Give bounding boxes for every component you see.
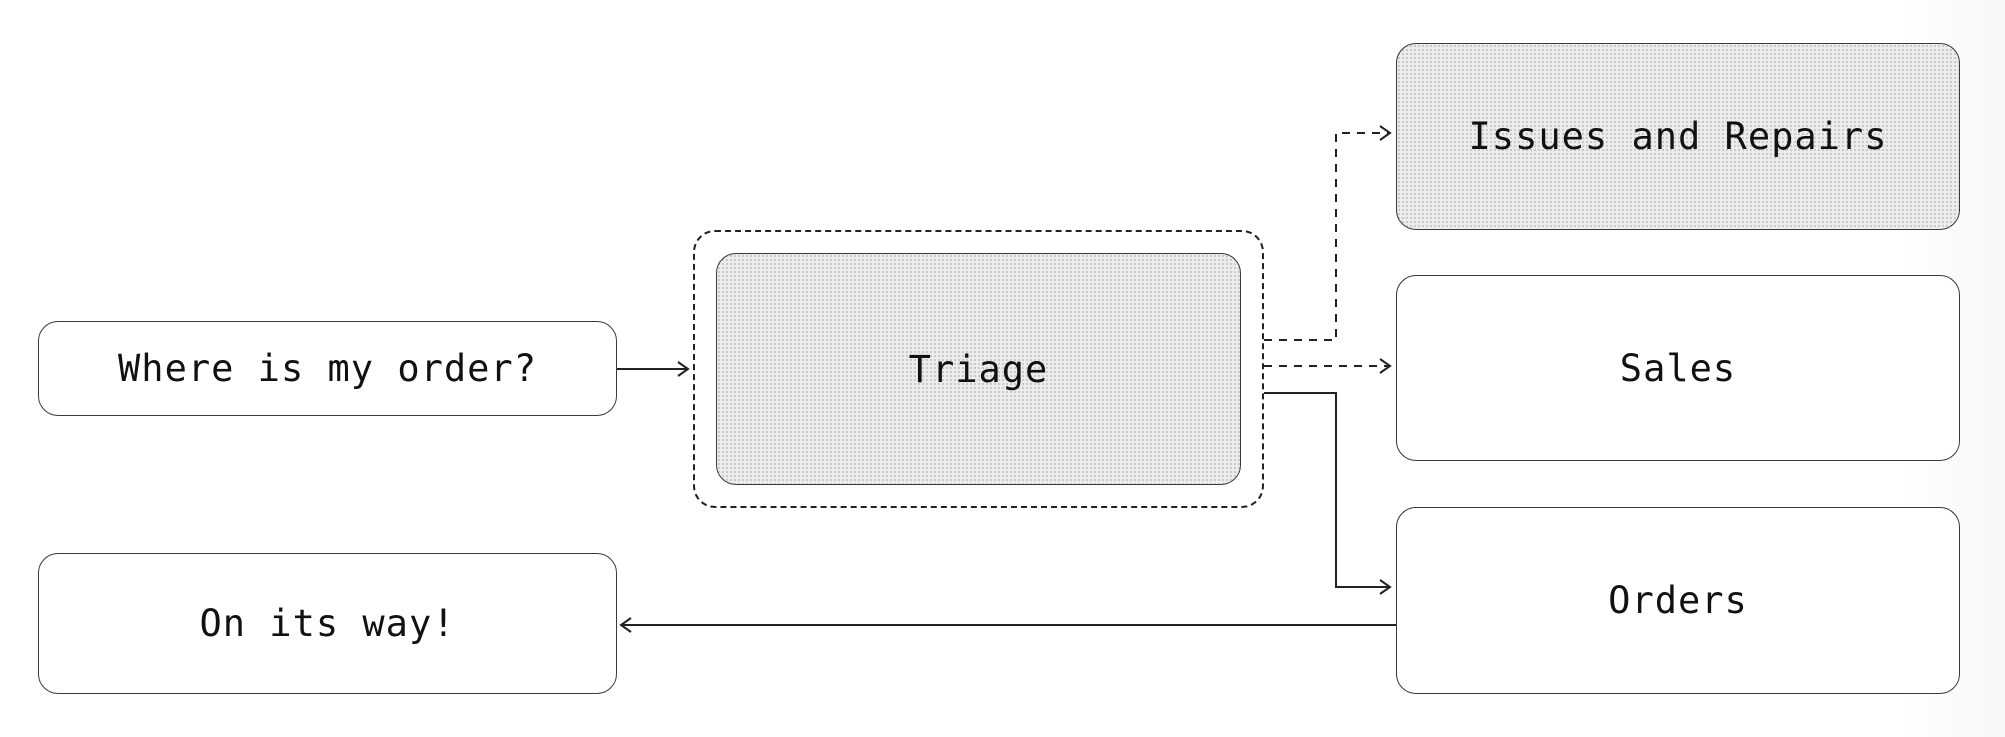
node-issues-label: Issues and Repairs <box>1468 115 1888 158</box>
arrowhead-triage-to-sales <box>1379 358 1392 374</box>
node-triage-label: Triage <box>908 347 1049 391</box>
node-triage[interactable]: Triage <box>716 253 1241 485</box>
arrow-triage-to-orders <box>1264 392 1390 588</box>
node-question-label: Where is my order? <box>118 347 537 390</box>
node-orders-label: Orders <box>1608 579 1748 622</box>
node-sales-label: Sales <box>1619 346 1737 390</box>
node-answer-label: On its way! <box>199 602 456 645</box>
arrow-triage-to-issues <box>1264 132 1390 341</box>
arrowhead-orders-to-answer <box>619 617 632 633</box>
node-question[interactable]: Where is my order? <box>38 321 617 416</box>
node-issues-and-repairs[interactable]: Issues and Repairs <box>1396 43 1960 230</box>
node-sales[interactable]: Sales <box>1396 275 1960 461</box>
arrowhead-question-to-triage <box>677 361 690 377</box>
node-orders[interactable]: Orders <box>1396 507 1960 694</box>
triage-selection-frame <box>693 230 1264 508</box>
node-answer[interactable]: On its way! <box>38 553 617 694</box>
arrowhead-triage-to-orders <box>1379 579 1392 595</box>
arrowhead-triage-to-issues <box>1379 125 1392 141</box>
